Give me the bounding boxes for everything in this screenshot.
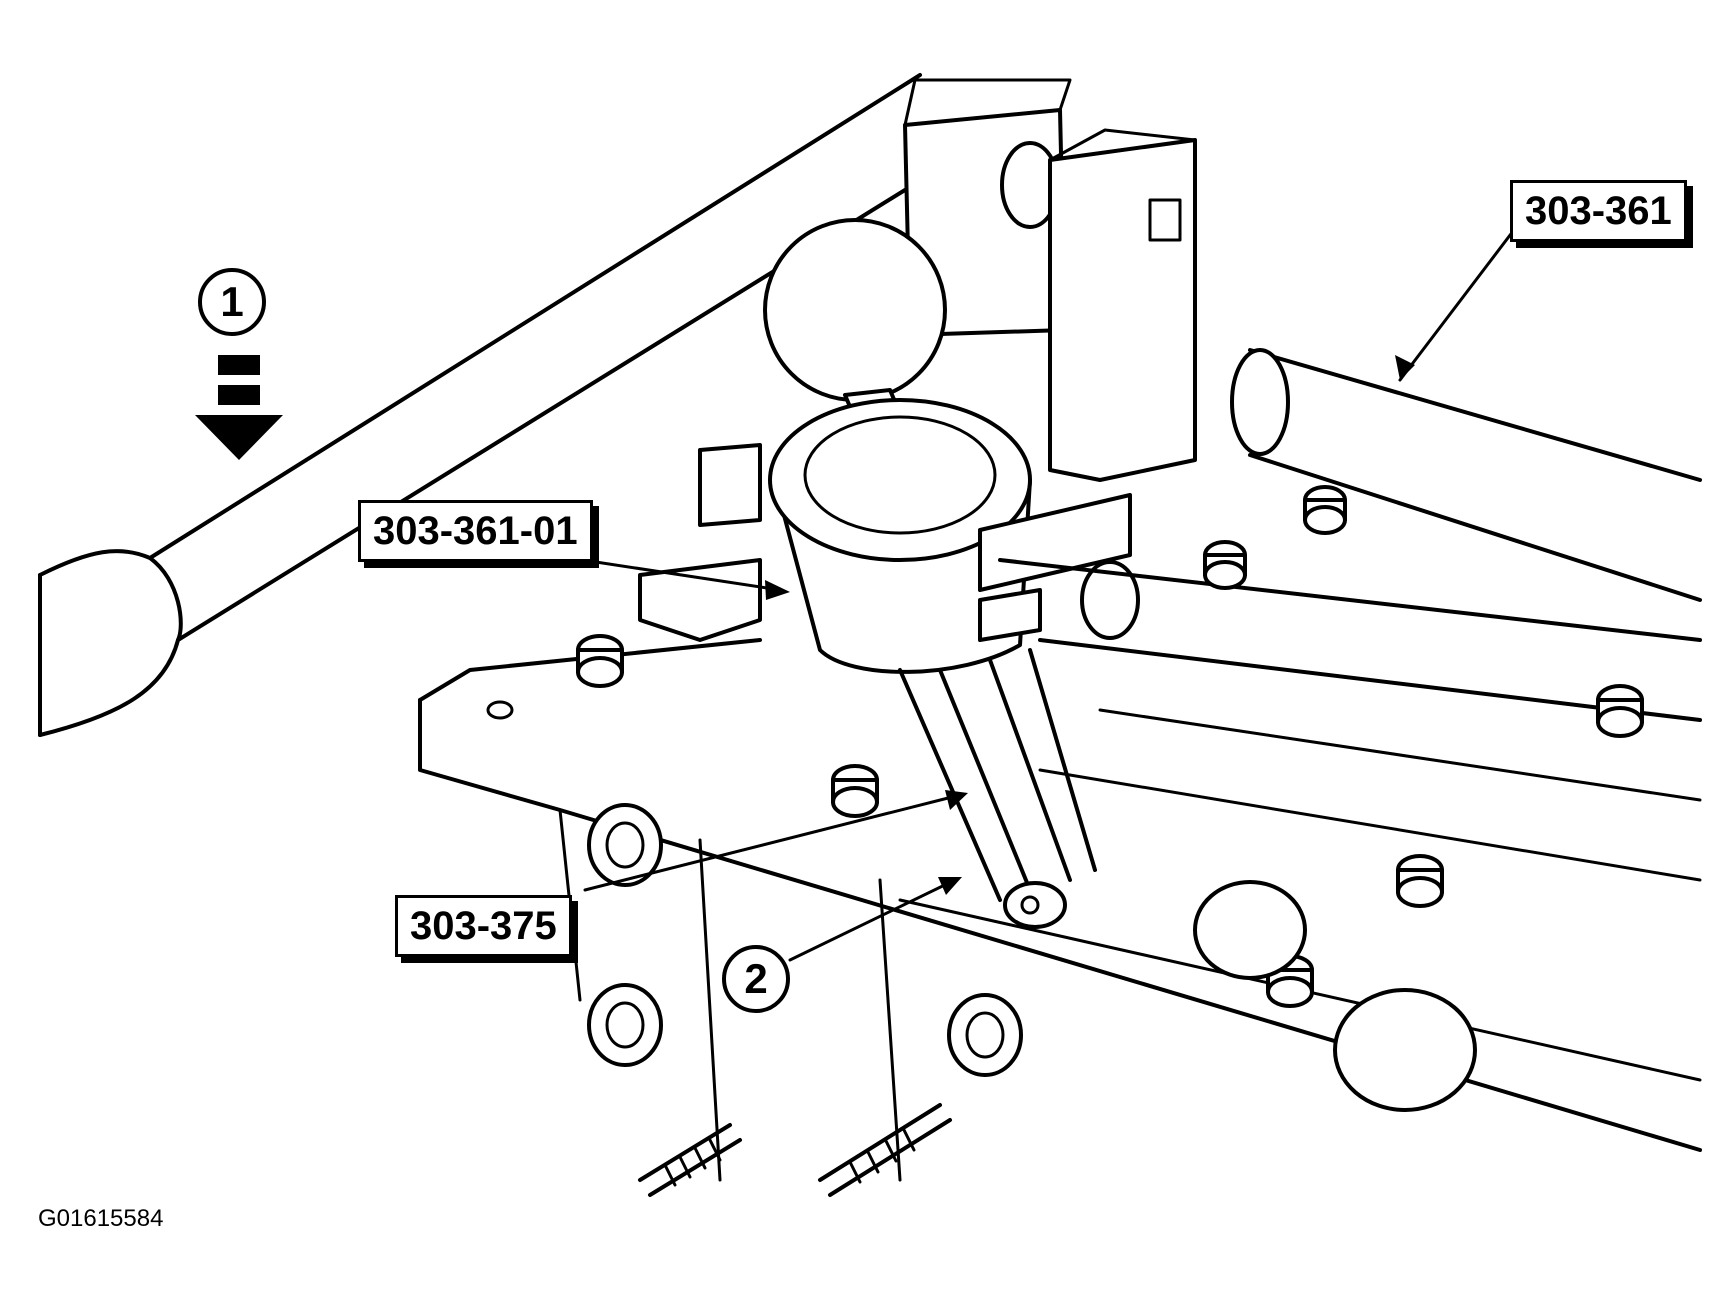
figure-id: G01615584 [38,1205,164,1232]
cross-pin-left [698,443,762,527]
head-top-right [1038,638,1702,722]
cross-bar-right [978,493,1132,592]
threaded-studs [638,1103,952,1197]
cross-pin-right [1080,560,1140,640]
handle-bar-lower-edge [38,188,907,737]
step-1-marker: 1 [198,268,266,336]
leader-arrowhead-303-375 [945,790,968,810]
head-bolt-caps [576,485,1644,1008]
label-303-375: 303-375 [395,895,572,957]
rear-bracket-top [903,78,1072,127]
valve-stem [1020,895,1040,915]
rod-right [988,658,1072,882]
bracket-window [1148,198,1182,242]
label-303-361-01: 303-361-01 [358,500,593,562]
leader-303-361 [1398,220,1522,382]
head-top-left [418,638,762,702]
rail-upper-edge [1248,348,1702,482]
press-down-arrow-icon [195,355,283,460]
leader-arrowhead-303-361-01 [765,580,790,600]
adapter-foot-right [978,588,1042,642]
front-bracket [1048,138,1197,482]
adapter-foot [638,558,762,642]
leader-arrowhead-303-361 [1395,355,1415,380]
rod-right-inner [1028,648,1097,872]
cup-inner [803,415,997,535]
cam-journal-line [1038,768,1702,882]
head-bolt-bosses [486,700,1477,1112]
valve-keeper [1003,881,1067,929]
leader-step-2 [788,878,957,962]
head-front-edge [418,698,1702,1152]
rod-left-inner [938,668,1032,892]
cup-rim [768,398,1032,562]
ball-knob [763,218,947,402]
leader-arrowhead-step-2 [938,877,962,895]
handle-bar-upper-edge [38,73,922,577]
rod-left [898,668,1002,902]
rail-lower-edge [1248,453,1702,602]
front-bracket-top [1048,128,1197,162]
head-rear-deck [998,558,1702,642]
step-2-marker: 2 [722,945,790,1013]
label-303-361: 303-361 [1510,180,1687,242]
handle-grip-end [148,556,183,642]
valve-cover-rail [1098,708,1702,802]
rail-end [1230,348,1290,456]
leader-303-375 [583,793,962,892]
